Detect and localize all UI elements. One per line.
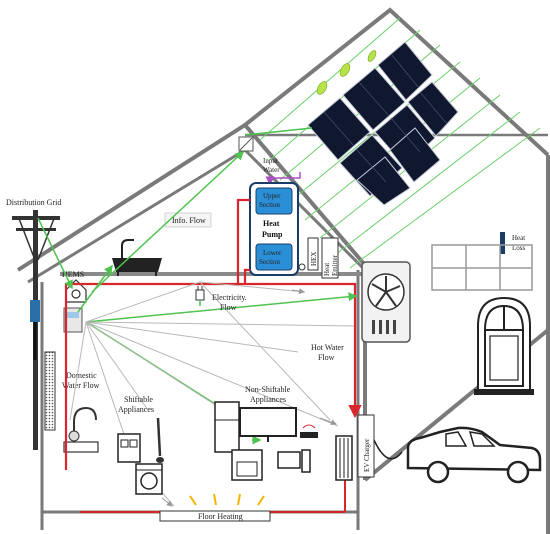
heat-emitter-label-1: Heat <box>323 263 331 276</box>
info-flow-box <box>164 212 212 228</box>
electricity-flow-label-1: Electricity. <box>212 293 247 302</box>
domestic-water-label-2: Water Flow <box>62 381 100 390</box>
input-water-label-2: Water <box>263 166 280 174</box>
ev-car-icon <box>406 426 542 484</box>
upper-section-label-1: Upper <box>263 192 281 200</box>
radiator-icon <box>335 435 353 481</box>
shiftable-label-1: Shiftable <box>124 395 153 404</box>
front-door-icon <box>474 296 534 395</box>
non-shiftable-label-1: Non-Shiftable <box>245 385 291 394</box>
smart-meter-icon <box>63 307 83 333</box>
vacuum-cleaner-icon <box>156 417 164 463</box>
solar-panels <box>307 41 459 206</box>
solar-panel-grid <box>323 53 448 183</box>
ev-cable <box>373 439 403 460</box>
hems-label: HEMS <box>62 270 84 279</box>
appliance-flow-lines <box>69 281 355 507</box>
hex-label: HEX <box>310 252 318 266</box>
floor-heating-box <box>159 510 271 522</box>
plug-icon <box>195 286 205 306</box>
upper-section-label-2: Section <box>259 201 280 209</box>
heat-emitter-box <box>321 237 339 279</box>
shiftable-label-2: Appliances <box>118 405 154 414</box>
tv-icon <box>239 407 297 442</box>
ev-charger-label: EV Charger <box>363 438 371 472</box>
hex-box <box>307 237 319 271</box>
refrigerator-icon <box>214 401 240 453</box>
heat-loss-label-2: Loss <box>512 244 526 252</box>
sink-icon <box>63 406 99 453</box>
router-icon <box>300 424 318 438</box>
computer-icon <box>277 449 311 473</box>
electricity-circuit <box>64 198 362 470</box>
hot-water-flow-label-1: Hot Water <box>311 343 344 352</box>
heat-emitter-label-2: Emitter <box>331 254 339 276</box>
input-water-label-1: Input <box>263 157 278 165</box>
stove-icon <box>231 449 263 481</box>
sunlight-icon <box>316 50 377 95</box>
non-shiftable-label-2: Appliances <box>250 395 286 404</box>
heat-pump-label-2: Pump <box>262 230 283 239</box>
distribution-grid-label: Distribution Grid <box>6 198 61 207</box>
wall-insulation <box>44 351 56 431</box>
heat-loss-bar <box>500 232 505 254</box>
info-flow-label: Info. Flow <box>172 216 206 225</box>
dishwasher-icon <box>117 433 141 463</box>
attic-floor <box>60 272 365 276</box>
lower-section-label-2: Section <box>259 258 280 266</box>
heat-pump-label-1: Heat <box>263 219 280 228</box>
input-water-arrow <box>265 172 301 186</box>
bathtub-icon <box>112 239 162 276</box>
hot-water-flow-label-2: Flow <box>318 353 335 362</box>
gray-arrow-heads <box>161 288 337 507</box>
domestic-water-label-1: Domestic <box>66 371 97 380</box>
outdoor-fan-unit-icon <box>361 261 411 343</box>
heat-loss-label-1: Heat <box>512 234 525 242</box>
lower-section-label-1: Lower <box>263 249 282 257</box>
floor-heat-arrows <box>189 493 265 506</box>
ev-charger-box <box>357 414 375 478</box>
electricity-flow-label-2: Flow <box>220 303 237 312</box>
outside-window <box>431 244 533 291</box>
floor-heating-label: Floor Heating <box>198 512 243 521</box>
washing-machine-icon <box>135 463 163 495</box>
valve-icon <box>298 263 306 271</box>
heat-pump-tank <box>249 182 299 276</box>
distribution-grid-pole <box>12 210 60 450</box>
